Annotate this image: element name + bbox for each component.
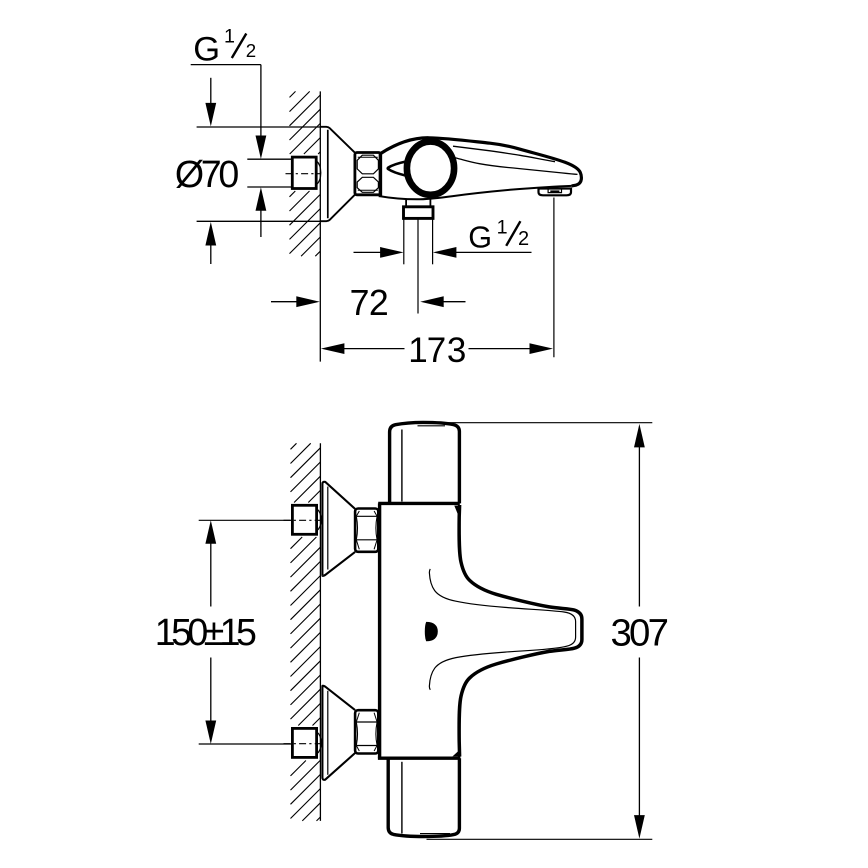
svg-text:173: 173 [408, 331, 466, 370]
svg-text:307: 307 [611, 611, 668, 654]
svg-text:Ø70: Ø70 [175, 153, 238, 195]
svg-text:1: 1 [224, 26, 235, 48]
svg-text:2: 2 [246, 40, 256, 61]
svg-text:150±15: 150±15 [155, 611, 256, 653]
svg-text:2: 2 [518, 228, 529, 250]
svg-text:G: G [193, 31, 220, 69]
svg-text:1: 1 [497, 217, 508, 239]
svg-text:G: G [468, 220, 492, 254]
svg-text:72: 72 [350, 283, 389, 323]
